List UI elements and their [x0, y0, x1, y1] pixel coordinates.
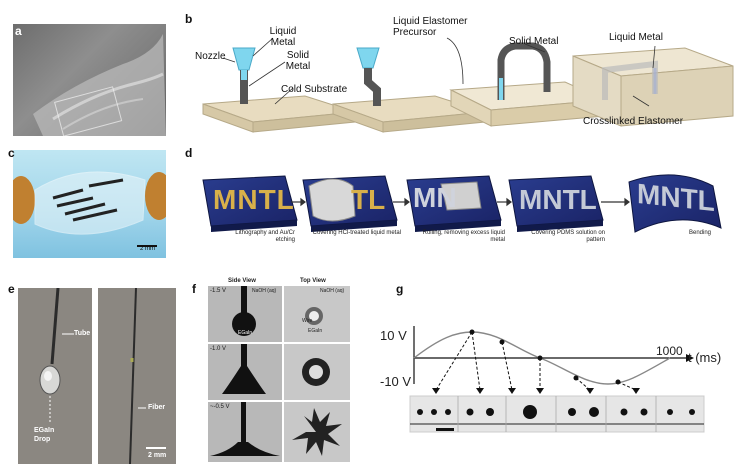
panel-label-a: a: [15, 24, 22, 38]
scalebar-e: 2 mm: [148, 452, 167, 459]
drop-side-3: [210, 402, 280, 456]
drop-top-2: [302, 358, 330, 386]
side-view-1: [208, 286, 282, 342]
label-liquid-metal-2: Liquid Metal: [609, 32, 663, 43]
sample-arrows: [435, 331, 637, 391]
wire-label: Wire: [302, 318, 313, 324]
label-solid-metal: Solid Metal: [285, 50, 311, 72]
letter-l: L: [697, 184, 715, 218]
label-cold-substrate: Cold Substrate: [281, 84, 348, 95]
step-caption-3: Rolling, removing excess liquid metal: [422, 230, 505, 243]
voltage-1: -1.5 V: [210, 288, 227, 294]
panel-b: b Nozzle Liquid: [185, 8, 735, 136]
drop-illustration: [39, 288, 74, 424]
letter-n: N: [237, 184, 259, 215]
mntl-tile-1: MNTL: [213, 184, 295, 216]
mntl-tile-2: TL: [351, 184, 385, 216]
drop-side-1: [232, 286, 256, 336]
label-solid-metal-2: Solid Metal: [509, 36, 559, 47]
fiber-illustration: [129, 288, 166, 464]
letter-m: M: [637, 177, 661, 212]
letter-m: M: [413, 182, 437, 213]
letter-t: T: [562, 184, 580, 215]
drop-side-2: [222, 344, 266, 394]
y-label-top: 10 V: [380, 328, 407, 343]
droplets: [417, 405, 695, 419]
sample-points: [469, 329, 621, 385]
mntl-tile-3: MN: [413, 182, 457, 214]
voltage-2: -1.0 V: [210, 346, 227, 352]
letter-t: T: [351, 184, 369, 215]
egain-drop-photo: [18, 288, 92, 464]
step-caption-1: Lithography and Au/Cr etching: [235, 230, 295, 243]
y-label-bottom: -10 V: [380, 374, 412, 389]
fiber-photo: [98, 288, 176, 464]
label-liquid-metal: Liquid Metal: [269, 26, 297, 48]
scalebar-c: 2 mm: [140, 246, 155, 252]
letter-t: T: [258, 184, 277, 215]
egain-label: EGaIn: [238, 330, 253, 336]
letter-m: M: [213, 184, 238, 215]
droplet-strip: [409, 395, 705, 433]
naoh-label-2: NaOH (aq): [320, 288, 345, 294]
step-caption-5: Bending: [689, 230, 712, 236]
panel-c: c 2 mm: [8, 146, 170, 264]
panel-a: a: [8, 18, 170, 136]
top-view-2: [284, 344, 350, 400]
drop-top-1: [305, 307, 323, 325]
panel-g: g: [380, 278, 736, 468]
label-top-view: Top View: [300, 278, 326, 284]
letter-n: N: [436, 182, 457, 213]
letter-t: T: [680, 182, 698, 216]
letter-m: M: [519, 184, 543, 215]
panel-label-d: d: [185, 146, 193, 160]
panel-label-f: f: [192, 282, 196, 296]
top-view-1: [284, 286, 350, 342]
step-caption-4: Covering PDMS solution on pattern: [531, 230, 605, 243]
voltage-3: ~-0.5 V: [210, 404, 230, 410]
top-view-3: [284, 402, 350, 462]
x-axis-arrow: [686, 354, 694, 362]
panel-d: d MNTL TL MN: [185, 146, 735, 264]
panel-label-e: e: [8, 282, 15, 296]
letter-n: N: [660, 180, 681, 214]
letter-n: N: [542, 184, 563, 215]
panel-e: e Tube EGaIn Drop Fiber 2 mm: [8, 282, 183, 468]
label-nozzle: Nozzle: [195, 51, 226, 62]
mntl-process-schematic: [202, 174, 722, 233]
step-caption-2: Covering HCl-treated liquid metal: [312, 230, 401, 236]
panel-label-c: c: [8, 146, 15, 160]
label-liquid-elastomer-precursor: Liquid Elastomer Precursor: [393, 16, 468, 38]
fabrication-schematic: [202, 37, 734, 133]
film-illustration: [13, 171, 166, 247]
egain-label-top: EGaIn: [308, 328, 323, 334]
label-tube: Tube: [74, 330, 91, 337]
hand-illustration: [33, 34, 166, 136]
naoh-label-1: NaOH (aq): [252, 288, 277, 294]
panel-f: f Side View Top View -1.5 V NaOH (aq) Na…: [192, 278, 354, 468]
stretchable-film-photo: [13, 150, 166, 258]
letter-l: L: [579, 184, 597, 215]
side-view-2: [208, 344, 282, 400]
panel-label-g: g: [396, 282, 404, 296]
drop-top-3: [292, 408, 342, 456]
mntl-tile-4: MNTL: [519, 184, 597, 216]
panel-label-b: b: [185, 12, 193, 26]
hand-photo: [13, 24, 166, 136]
x-axis-unit: t (ms): [688, 350, 722, 365]
label-egain-drop: EGaIn Drop: [34, 427, 55, 443]
letter-l: L: [276, 184, 295, 215]
label-fiber: Fiber: [148, 404, 166, 411]
x-label-end: 1000: [656, 344, 683, 358]
label-side-view: Side View: [228, 278, 256, 284]
letter-l: L: [368, 184, 386, 215]
label-crosslinked-elastomer: Crosslinked Elastomer: [583, 116, 684, 127]
side-view-3: [208, 402, 282, 462]
strip-scalebar: [436, 428, 454, 431]
voltage-waveform-plot: [409, 326, 705, 433]
